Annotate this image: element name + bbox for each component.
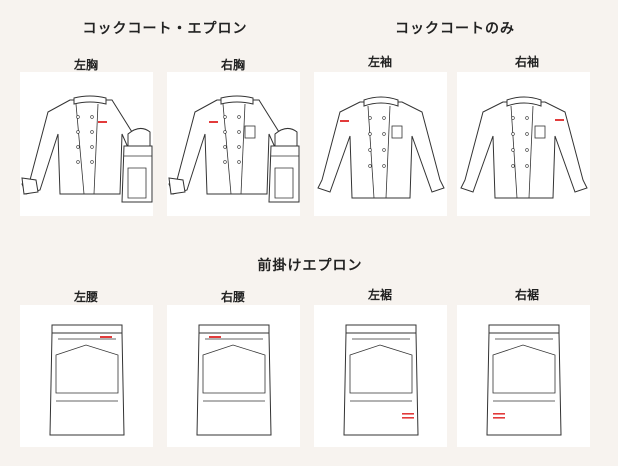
embroidery-marker — [209, 121, 218, 123]
chef-coat-with-apron-image — [21, 95, 153, 203]
embroidery-marker — [555, 119, 564, 121]
option-card-left-chest[interactable] — [20, 72, 153, 216]
chef-coat-image — [317, 96, 445, 199]
label-right-waist: 右腰 — [220, 290, 245, 304]
embroidery-marker — [98, 121, 107, 123]
chef-coat-with-apron-image — [168, 95, 300, 203]
label-left-hem: 左裾 — [367, 288, 392, 302]
embroidery-marker — [209, 336, 221, 338]
section-title-coat-apron: コックコート・エプロン — [82, 21, 248, 37]
waist-apron-image — [196, 324, 272, 436]
option-card-left-sleeve[interactable] — [314, 72, 447, 216]
embroidery-marker — [402, 413, 414, 415]
chef-coat-image — [460, 96, 588, 199]
label-left-chest: 左胸 — [73, 58, 98, 72]
waist-apron-image — [486, 324, 562, 436]
waist-apron-image — [49, 324, 125, 436]
option-card-left-hem[interactable] — [314, 305, 447, 447]
option-card-right-waist[interactable] — [167, 305, 300, 447]
label-left-waist: 左腰 — [73, 290, 98, 304]
label-right-hem: 右裾 — [514, 288, 539, 302]
embroidery-marker — [402, 417, 414, 419]
section-title-coat-only: コックコートのみ — [395, 21, 515, 37]
embroidery-marker — [493, 417, 505, 419]
label-left-sleeve: 左袖 — [367, 55, 392, 69]
embroidery-marker — [100, 336, 112, 338]
section-title-front-apron: 前掛けエプロン — [257, 258, 363, 274]
option-card-right-sleeve[interactable] — [457, 72, 590, 216]
label-right-chest: 右胸 — [220, 58, 245, 72]
label-right-sleeve: 右袖 — [514, 55, 539, 69]
option-card-left-waist[interactable] — [20, 305, 153, 447]
option-card-right-hem[interactable] — [457, 305, 590, 447]
option-card-right-chest[interactable] — [167, 72, 300, 216]
waist-apron-image — [343, 324, 419, 436]
embroidery-marker — [493, 413, 505, 415]
embroidery-marker — [340, 120, 349, 122]
